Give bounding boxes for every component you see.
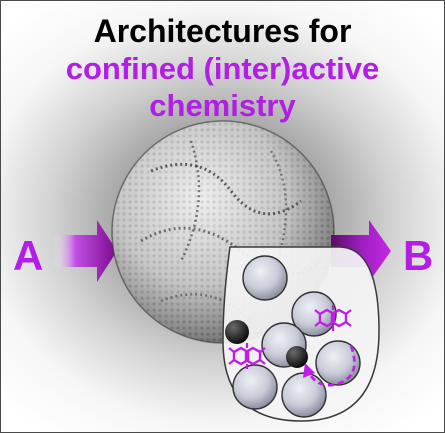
particle-icon — [286, 346, 308, 368]
arrow-right-icon — [53, 220, 117, 282]
curved-arrow-icon — [307, 345, 356, 387]
title-line-1: Architectures for — [93, 13, 352, 49]
label-a: A — [13, 232, 44, 279]
particle-icon — [225, 320, 249, 344]
zoom-inset — [222, 246, 380, 422]
title-line-2: confined (inter)active — [65, 51, 380, 86]
title-line-3: chemistry — [149, 88, 296, 123]
label-b: B — [403, 232, 434, 279]
